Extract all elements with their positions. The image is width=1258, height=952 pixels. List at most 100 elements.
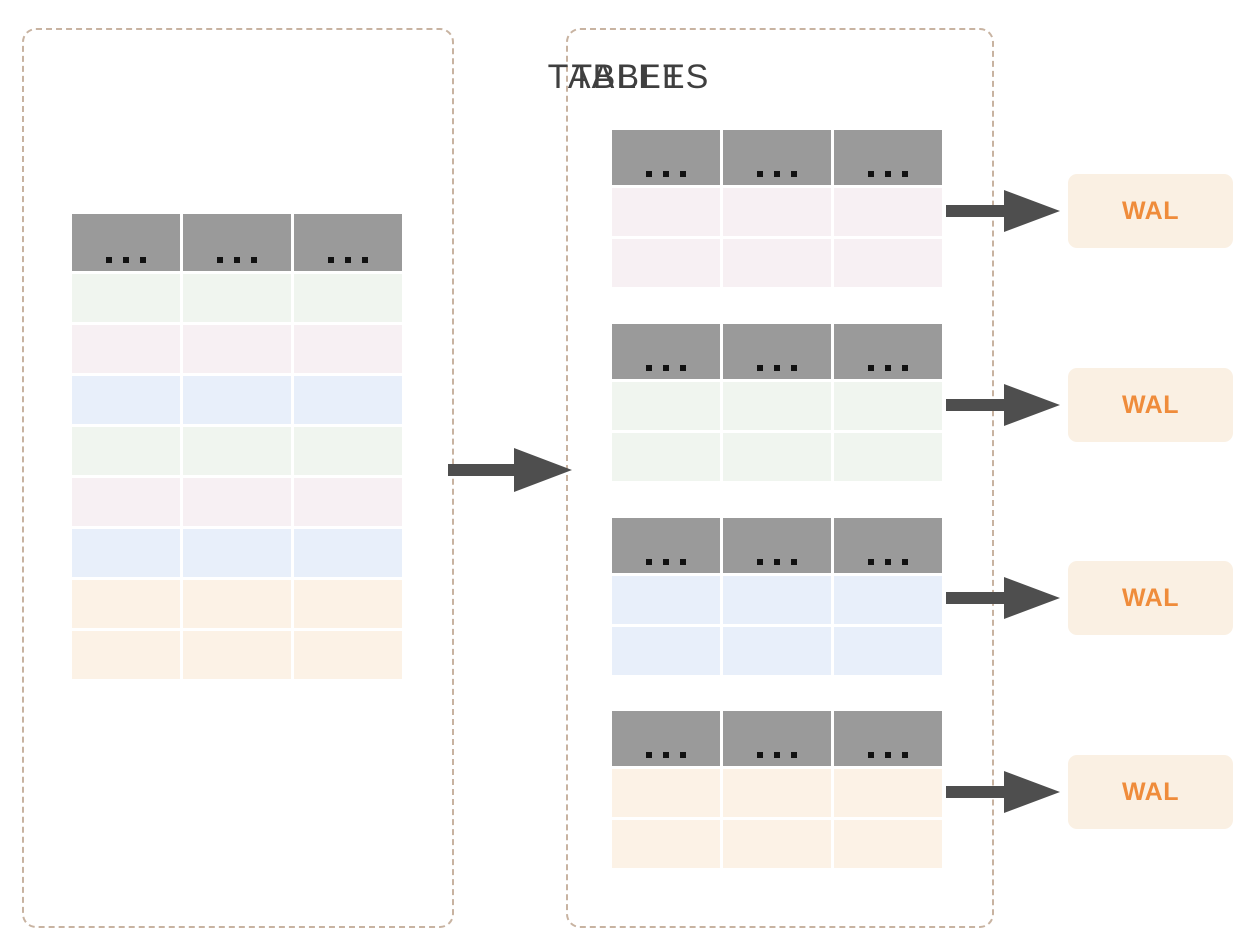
main-table-row bbox=[72, 580, 402, 628]
tablet-2-cell bbox=[612, 627, 720, 675]
main-table-cell bbox=[72, 631, 180, 679]
main-table-header-cell bbox=[294, 214, 402, 271]
ellipsis-icon bbox=[757, 365, 797, 371]
wal-box-1[interactable]: WAL bbox=[1068, 368, 1233, 442]
main-table bbox=[72, 214, 402, 679]
tablet-2-header-cell bbox=[723, 518, 831, 573]
tablet-1-row bbox=[612, 433, 942, 481]
tablet-3-cell bbox=[834, 769, 942, 817]
main-table-cell bbox=[183, 631, 291, 679]
main-table-row bbox=[72, 478, 402, 526]
ellipsis-icon bbox=[646, 171, 686, 177]
tablet-2-header-row bbox=[612, 518, 942, 573]
main-table-cell bbox=[294, 529, 402, 577]
ellipsis-icon bbox=[868, 171, 908, 177]
tablet-1-cell bbox=[723, 382, 831, 430]
wal-box-0[interactable]: WAL bbox=[1068, 174, 1233, 248]
main-table-cell bbox=[294, 274, 402, 322]
tablet-2-cell bbox=[723, 627, 831, 675]
main-table-row bbox=[72, 274, 402, 322]
main-table-cell bbox=[72, 529, 180, 577]
tablet-2-header-cell bbox=[612, 518, 720, 573]
main-table-cell bbox=[72, 376, 180, 424]
tablets-panel-title: TABLETS bbox=[547, 58, 711, 96]
tablet-3-header-cell bbox=[612, 711, 720, 766]
tablet-2-row bbox=[612, 627, 942, 675]
tablet-1-header-cell bbox=[723, 324, 831, 379]
main-table-cell bbox=[294, 478, 402, 526]
wal-label: WAL bbox=[1121, 777, 1180, 806]
main-table-cell bbox=[294, 631, 402, 679]
main-table-cell bbox=[294, 325, 402, 373]
tablet-1-header-cell bbox=[612, 324, 720, 379]
tablet-0-cell bbox=[723, 239, 831, 287]
ellipsis-icon bbox=[757, 171, 797, 177]
tablet-3-row bbox=[612, 820, 942, 868]
tablet-2-header-cell bbox=[834, 518, 942, 573]
main-table-cell bbox=[72, 427, 180, 475]
tablet-3-header-row bbox=[612, 711, 942, 766]
main-table-cell bbox=[183, 580, 291, 628]
tablet-3-header-cell bbox=[834, 711, 942, 766]
tablet-0-header-cell bbox=[723, 130, 831, 185]
ellipsis-icon bbox=[757, 752, 797, 758]
main-table-cell bbox=[72, 325, 180, 373]
tablet-1-cell bbox=[834, 382, 942, 430]
wal-label: WAL bbox=[1121, 583, 1180, 612]
ellipsis-icon bbox=[217, 257, 257, 263]
main-table-cell bbox=[294, 376, 402, 424]
tablet-0-header-row bbox=[612, 130, 942, 185]
tablet-2-row bbox=[612, 576, 942, 624]
tablet-1 bbox=[612, 324, 942, 481]
tablet-3-cell bbox=[723, 769, 831, 817]
tablet-1-cell bbox=[612, 382, 720, 430]
main-table-cell bbox=[183, 427, 291, 475]
tablet-3-cell bbox=[612, 769, 720, 817]
tablet-2-cell bbox=[723, 576, 831, 624]
tablet-1-row bbox=[612, 382, 942, 430]
tablet-0-cell bbox=[612, 188, 720, 236]
tablet-3-row bbox=[612, 769, 942, 817]
ellipsis-icon bbox=[868, 365, 908, 371]
main-table-cell bbox=[183, 529, 291, 577]
ellipsis-icon bbox=[328, 257, 368, 263]
main-table-row bbox=[72, 325, 402, 373]
tablet-0-row bbox=[612, 188, 942, 236]
main-table-cell bbox=[183, 325, 291, 373]
main-table-row bbox=[72, 631, 402, 679]
ellipsis-icon bbox=[106, 257, 146, 263]
table-panel-title: TABLE bbox=[571, 58, 687, 96]
wal-box-2[interactable]: WAL bbox=[1068, 561, 1233, 635]
ellipsis-icon bbox=[868, 559, 908, 565]
tablet-0-header-cell bbox=[612, 130, 720, 185]
wal-box-3[interactable]: WAL bbox=[1068, 755, 1233, 829]
tablet-0-cell bbox=[834, 188, 942, 236]
tablet-0-header-cell bbox=[834, 130, 942, 185]
tablet-2-cell bbox=[612, 576, 720, 624]
tablet-0-cell bbox=[834, 239, 942, 287]
arrow-table-to-tablets bbox=[448, 448, 572, 492]
tablet-1-cell bbox=[723, 433, 831, 481]
tablet-1-header-row bbox=[612, 324, 942, 379]
main-table-cell bbox=[72, 580, 180, 628]
tablet-0-cell bbox=[612, 239, 720, 287]
tablet-0-row bbox=[612, 239, 942, 287]
tablet-3 bbox=[612, 711, 942, 868]
main-table-row bbox=[72, 529, 402, 577]
tablet-3-cell bbox=[834, 820, 942, 868]
ellipsis-icon bbox=[646, 752, 686, 758]
main-table-row bbox=[72, 376, 402, 424]
tablet-0-cell bbox=[723, 188, 831, 236]
tablet-1-header-cell bbox=[834, 324, 942, 379]
tablet-1-cell bbox=[834, 433, 942, 481]
main-table-cell bbox=[183, 478, 291, 526]
main-table-cell bbox=[183, 376, 291, 424]
ellipsis-icon bbox=[646, 365, 686, 371]
main-table-header-cell bbox=[183, 214, 291, 271]
tablet-1-cell bbox=[612, 433, 720, 481]
main-table-header-cell bbox=[72, 214, 180, 271]
tablet-3-cell bbox=[723, 820, 831, 868]
main-table-cell bbox=[72, 478, 180, 526]
tablet-2-cell bbox=[834, 576, 942, 624]
